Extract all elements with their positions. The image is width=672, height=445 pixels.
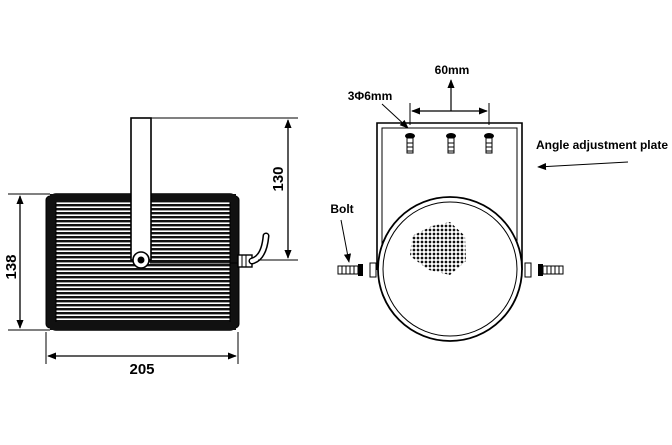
- dimension-spacing: 60mm: [409, 63, 490, 125]
- dimension-bracket-height-label: 130: [270, 166, 287, 191]
- spacing-label: 60mm: [435, 63, 470, 77]
- grille: [410, 222, 466, 275]
- dimension-height: 138: [3, 193, 50, 331]
- plate-screws: [405, 133, 494, 154]
- dimension-width-label: 205: [129, 361, 154, 378]
- plate-callout: Angle adjustment plate: [536, 138, 668, 171]
- dimension-width: 205: [45, 332, 239, 378]
- bolt-label: Bolt: [330, 202, 353, 216]
- dimension-bracket-height: 130: [151, 117, 298, 261]
- u-bracket: [376, 122, 523, 270]
- cable-gland: [150, 232, 270, 268]
- dimension-height-label: 138: [3, 254, 20, 279]
- speaker-front: [377, 196, 523, 342]
- mounting-bracket: [130, 117, 152, 269]
- plate-label: Angle adjustment plate: [536, 138, 668, 152]
- side-bolts: [337, 262, 564, 278]
- side-view: 138 205 130: [3, 117, 298, 378]
- holes-label: 3Φ6mm: [348, 89, 393, 103]
- holes-callout: 3Φ6mm: [348, 89, 409, 129]
- bolt-callout: Bolt: [330, 202, 354, 263]
- front-view: 60mm 3Φ6mm Angle adjustment plate Bolt: [330, 63, 668, 342]
